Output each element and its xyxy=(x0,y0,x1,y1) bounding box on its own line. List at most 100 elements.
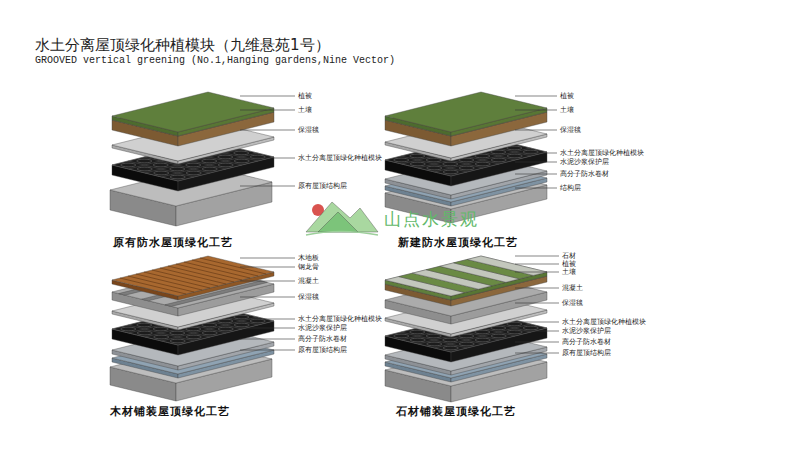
layer-top xyxy=(112,256,274,296)
module-cell xyxy=(443,162,458,166)
layer-label: 高分子防水卷材 xyxy=(562,337,611,347)
leader-line xyxy=(515,256,559,257)
module-cell xyxy=(443,338,458,342)
layer-label: 混凝土 xyxy=(562,283,583,293)
leader-line xyxy=(240,267,295,268)
leader-line xyxy=(515,188,557,189)
layer-label: 水土分离屋顶绿化种植模块 xyxy=(298,314,382,324)
module-cell xyxy=(234,151,249,155)
plank-line xyxy=(200,258,266,274)
plank-line xyxy=(120,278,186,294)
module-cell xyxy=(186,335,201,339)
figure xyxy=(110,256,274,401)
module-cell xyxy=(154,335,169,339)
module-cell xyxy=(137,159,152,163)
module-cell xyxy=(234,323,249,327)
module-cell xyxy=(153,327,168,331)
module-cell xyxy=(202,167,217,171)
illustrations xyxy=(110,92,547,402)
module-cell xyxy=(523,326,538,330)
layer-label: 钢龙骨 xyxy=(298,262,319,272)
leader-line xyxy=(240,258,295,259)
watermark: 山点水景观 xyxy=(384,209,479,229)
module-cell xyxy=(170,167,185,171)
leader-line xyxy=(515,110,557,111)
layer-label: 原有屋顶结构层 xyxy=(298,345,347,355)
layer-label: 混凝土 xyxy=(298,276,319,286)
plank-line xyxy=(128,276,194,292)
module-cell xyxy=(137,331,152,335)
module-cell xyxy=(427,166,442,170)
leader-line xyxy=(240,186,295,187)
leader-line xyxy=(240,328,295,329)
module-cell xyxy=(523,150,538,154)
layer-label: 高分子防水卷材 xyxy=(560,169,609,179)
logo-mountain xyxy=(306,202,378,232)
leader-line xyxy=(515,342,559,343)
layer-label: 土壤 xyxy=(298,105,312,115)
leader-line xyxy=(240,158,295,159)
module-cell xyxy=(170,339,185,343)
module-cell xyxy=(410,338,425,342)
module-cell xyxy=(218,327,233,331)
module-cell xyxy=(186,163,201,167)
stone-strip xyxy=(467,256,547,275)
layer-label: 植被 xyxy=(562,259,576,269)
figure xyxy=(385,92,547,223)
layer-label: 水泥沙浆保护层 xyxy=(562,326,611,336)
layer-label: 水泥沙浆保护层 xyxy=(560,157,609,167)
module-cell xyxy=(218,163,233,167)
module-cell xyxy=(170,331,185,335)
layer-label: 植被 xyxy=(560,91,574,101)
plank-line xyxy=(144,272,210,288)
layer-label: 结构层 xyxy=(560,183,581,193)
leader-line xyxy=(515,288,559,289)
layer-label: 高分子防水卷材 xyxy=(298,334,347,344)
layer-label: 保湿毯 xyxy=(560,125,581,135)
leader-line xyxy=(240,110,295,111)
layer-label: 植被 xyxy=(298,91,312,101)
module-cell xyxy=(491,334,506,338)
layer-label: 水土分离屋顶绿化种植模块 xyxy=(562,317,646,327)
module-cell xyxy=(154,171,169,175)
module-cell xyxy=(427,342,442,346)
leader-line xyxy=(515,322,559,323)
plank-line xyxy=(168,266,234,282)
plank-line xyxy=(176,264,242,280)
logo-mountain xyxy=(318,212,358,232)
layer-top xyxy=(385,92,547,132)
layer-label: 保湿毯 xyxy=(298,125,319,135)
module-cell xyxy=(394,158,409,162)
figure xyxy=(385,256,547,402)
plank-line xyxy=(152,270,218,286)
leader-line xyxy=(240,339,295,340)
leader-line xyxy=(240,350,295,351)
figure xyxy=(110,92,274,226)
subtitle: GROOVED vertical greening (No.1,Hanging … xyxy=(35,55,395,67)
module-cell xyxy=(394,334,409,338)
leader-line xyxy=(240,281,295,282)
leader-line xyxy=(515,162,557,163)
layer-label: 水泥沙浆保护层 xyxy=(298,323,347,333)
module-cell xyxy=(475,162,490,166)
module-cell xyxy=(137,323,152,327)
leader-line xyxy=(515,130,557,131)
module-cell xyxy=(426,334,441,338)
leader-line xyxy=(240,96,295,97)
module-cell xyxy=(250,155,265,159)
leader-line xyxy=(515,303,559,304)
module-cell xyxy=(202,331,217,335)
figure-caption: 新建防水屋顶绿化工艺 xyxy=(398,236,518,250)
layer-label: 原有屋顶结构层 xyxy=(562,348,611,358)
plank-line xyxy=(136,274,202,290)
figure-caption: 木材铺装屋顶绿化工艺 xyxy=(110,405,230,419)
module-cell xyxy=(218,155,233,159)
module-cell xyxy=(459,166,474,170)
leader-line xyxy=(515,96,557,97)
plank-line xyxy=(184,262,250,278)
module-cell xyxy=(170,175,185,179)
layer-label: 木地板 xyxy=(298,253,319,263)
leader-line xyxy=(240,130,295,131)
leader-line xyxy=(515,272,559,273)
leader-line xyxy=(515,264,559,265)
